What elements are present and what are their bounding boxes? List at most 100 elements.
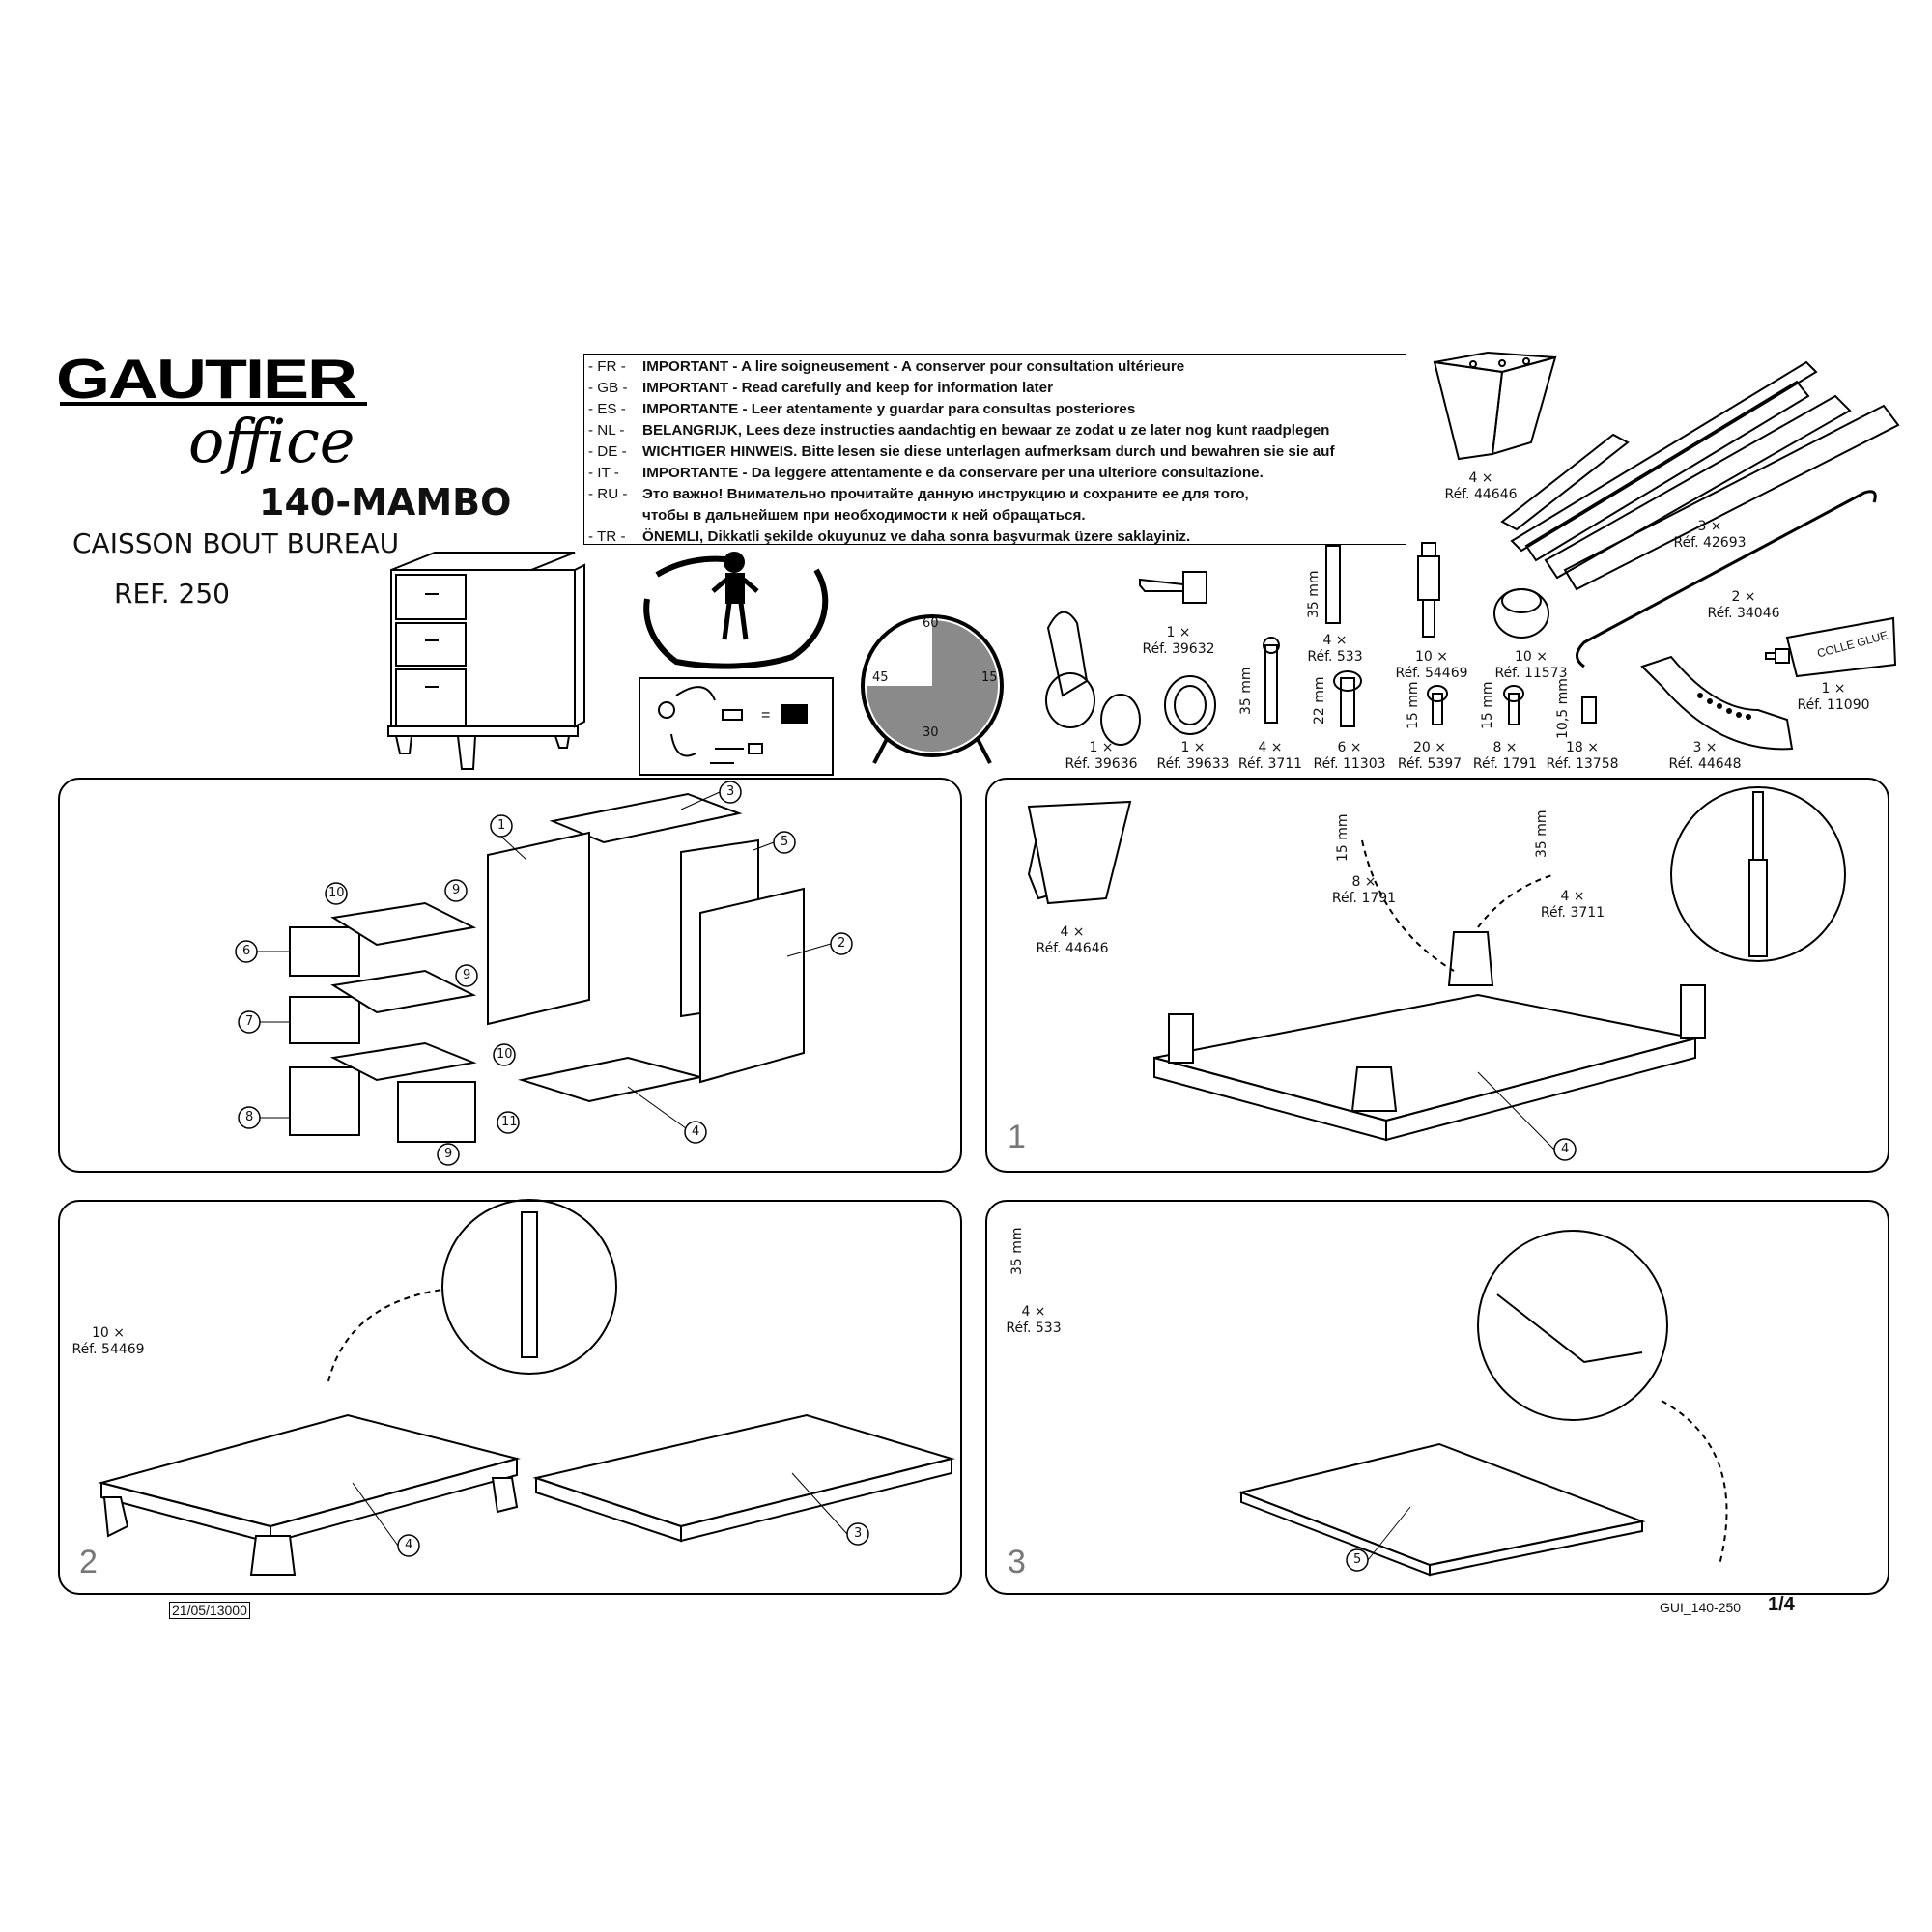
panel-step-3 xyxy=(985,1200,1889,1595)
handle-illustration xyxy=(1640,655,1794,751)
two-person-icon xyxy=(643,552,829,669)
hw-glue: 1 ×Réf. 11090 xyxy=(1797,681,1870,713)
callout-9: 9 xyxy=(444,1147,453,1161)
hw-screw105-mm: 10,5 mm xyxy=(1555,678,1571,739)
hw-rod: 2 ×Réf. 34046 xyxy=(1707,589,1780,621)
step1-drawing xyxy=(1027,786,1846,1142)
important-notice: - FR -IMPORTANT - A lire soigneusement -… xyxy=(583,354,1406,545)
hw-ring: 1 ×Réf. 39633 xyxy=(1156,740,1230,772)
lock-illustration xyxy=(1045,611,1141,746)
hw-screw15b-mm: 15 mm xyxy=(1480,681,1495,729)
callout-9: 9 xyxy=(463,968,471,982)
key-illustration xyxy=(1139,571,1208,604)
callout-5: 5 xyxy=(1353,1552,1362,1567)
notice-row: - ES -IMPORTANTE - Leer atentamente y gu… xyxy=(588,401,1136,417)
panel-step-2 xyxy=(58,1200,962,1595)
s1-screw35-mm: 35 mm xyxy=(1534,810,1549,858)
hw-screw15a-mm: 15 mm xyxy=(1406,681,1421,729)
assembly-time-clock xyxy=(861,614,1004,764)
s1-screw15-mm: 15 mm xyxy=(1335,813,1350,862)
product-reference: REF. 250 xyxy=(114,578,230,610)
screw-illustrations xyxy=(1263,637,1597,727)
logo-underline xyxy=(60,402,367,406)
hw-screw15a: 20 ×Réf. 5397 xyxy=(1397,740,1463,772)
hw-leg: 4 ×Réf. 44646 xyxy=(1444,470,1518,502)
notice-row: - IT -IMPORTANTE - Da leggere attentamen… xyxy=(588,465,1264,481)
hw-slides: 3 ×Réf. 42693 xyxy=(1673,519,1747,551)
callout-circles xyxy=(235,781,1577,1572)
rod-illustration xyxy=(1576,490,1877,668)
ring-illustration xyxy=(1164,675,1216,735)
callout-8: 8 xyxy=(245,1110,254,1124)
hw-screw35: 4 ×Réf. 3711 xyxy=(1237,740,1303,772)
model-name: 140-MAMBO xyxy=(259,481,512,524)
callout-leaders xyxy=(257,791,1555,1561)
callout-4: 4 xyxy=(1561,1142,1570,1156)
step-number-3: 3 xyxy=(1008,1544,1026,1580)
s3-dowel: 4 ×Réf. 533 xyxy=(1006,1304,1062,1336)
leg-illustration xyxy=(1433,351,1557,461)
tools-box: = xyxy=(639,677,834,776)
callout-7: 7 xyxy=(245,1014,254,1029)
exploded-view xyxy=(289,792,805,1143)
s3-dowel-mm: 35 mm xyxy=(1009,1227,1025,1275)
cam-bolt-illustration xyxy=(1417,542,1440,638)
s1-screw15: 8 ×Réf. 1791 xyxy=(1331,874,1397,906)
callout-10: 10 xyxy=(497,1047,513,1062)
glue-tube xyxy=(1765,616,1897,678)
svg-text:=: = xyxy=(761,707,770,724)
callout-3: 3 xyxy=(854,1526,863,1541)
hw-bolt22: 6 ×Réf. 11303 xyxy=(1313,740,1386,772)
notice-row: - TR -ÖNEMLI, Dikkatli şekilde okuyunuz … xyxy=(588,528,1191,545)
hw-dowel: 4 ×Réf. 533 xyxy=(1307,633,1363,665)
hw-lock: 1 ×Réf. 39636 xyxy=(1065,740,1138,772)
callout-2: 2 xyxy=(838,936,846,951)
callout-10: 10 xyxy=(328,886,345,900)
s2-cam-bolt: 10 ×Réf. 54469 xyxy=(71,1325,145,1357)
step-number-1: 1 xyxy=(1008,1119,1026,1155)
s1-leg: 4 ×Réf. 44646 xyxy=(1036,924,1109,956)
panel-step-1 xyxy=(985,778,1889,1173)
s1-screw35: 4 ×Réf. 3711 xyxy=(1540,889,1605,921)
cam-illustration xyxy=(1493,588,1549,639)
callout-4: 4 xyxy=(692,1124,700,1139)
cabinet-preview xyxy=(387,552,585,770)
dowel-illustration xyxy=(1325,545,1341,624)
notice-row: - NL -BELANGRIJK, Lees deze instructies … xyxy=(588,422,1330,439)
callout-1: 1 xyxy=(497,818,506,833)
step-number-2: 2 xyxy=(79,1544,98,1580)
hw-cam: 10 ×Réf. 11573 xyxy=(1494,649,1568,681)
callout-3: 3 xyxy=(726,784,735,799)
hw-dowel-mm: 35 mm xyxy=(1306,570,1321,618)
callout-4: 4 xyxy=(405,1538,413,1552)
hw-cam-bolt: 10 ×Réf. 54469 xyxy=(1395,649,1468,681)
notice-row: - GB -IMPORTANT - Read carefully and kee… xyxy=(588,380,1054,396)
clock-15: 15 xyxy=(981,670,998,685)
hw-handle: 3 ×Réf. 44648 xyxy=(1668,740,1742,772)
clock-30: 30 xyxy=(923,725,939,740)
notice-row: чтобы в дальнейшем при необходимости к н… xyxy=(642,507,1086,524)
callout-11: 11 xyxy=(501,1115,518,1129)
brand-logo: GAUTIER xyxy=(56,348,357,411)
step2-drawing xyxy=(98,1199,955,1576)
hw-screw35-mm: 35 mm xyxy=(1238,667,1254,715)
drawer-slides xyxy=(1500,360,1900,591)
notice-row: - DE -WICHTIGER HINWEIS. Bitte lesen sie… xyxy=(588,443,1335,460)
footer-page: 1/4 xyxy=(1768,1594,1795,1615)
hw-screw15b: 8 ×Réf. 1791 xyxy=(1472,740,1538,772)
hw-key: 1 ×Réf. 39632 xyxy=(1142,625,1215,657)
callout-5: 5 xyxy=(781,835,789,849)
notice-row: - FR -IMPORTANT - A lire soigneusement -… xyxy=(588,358,1185,375)
clock-60: 60 xyxy=(923,616,939,631)
callout-6: 6 xyxy=(242,944,251,958)
brand-sub: office xyxy=(188,406,355,476)
hw-bolt22-mm: 22 mm xyxy=(1312,676,1327,724)
panel-exploded-view xyxy=(58,778,962,1173)
notice-row: - RU -Это важно! Внимательно прочитайте … xyxy=(588,486,1249,502)
clock-45: 45 xyxy=(872,670,889,685)
step3-drawing xyxy=(1237,1230,1728,1577)
footer-doc-code: GUI_140-250 xyxy=(1660,1600,1742,1615)
callout-9: 9 xyxy=(452,883,461,897)
footer-date: 21/05/13000 xyxy=(169,1602,250,1619)
